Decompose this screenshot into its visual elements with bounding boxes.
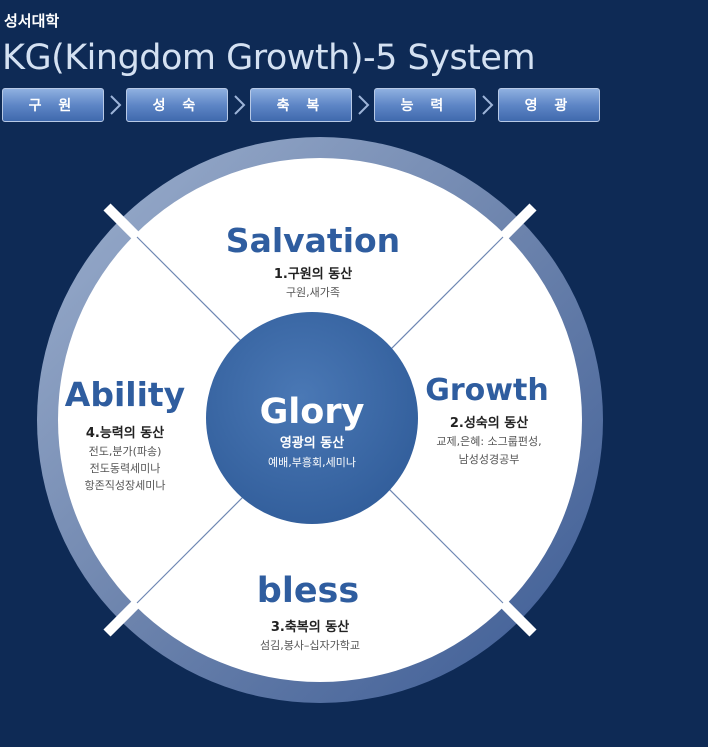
segment-title-bless: bless xyxy=(257,571,359,611)
segment-detail-ability: 전도동력세미나 xyxy=(90,462,161,475)
page-title: KG(Kingdom Growth)-5 System xyxy=(2,38,536,78)
university-name: 성서대학 xyxy=(4,12,60,30)
step-button-glory[interactable]: 영 광 xyxy=(498,88,600,122)
segment-detail-ability: 항존직성장세미나 xyxy=(85,479,166,492)
chevron-right-icon xyxy=(234,95,246,115)
chevron-right-icon xyxy=(482,95,494,115)
segment-detail-growth: 교제,은혜: 소그룹편성, xyxy=(436,435,541,448)
ring-gap xyxy=(499,203,537,241)
step-nav: 구 원 성 숙 축 복 능 력 영 광 xyxy=(0,88,620,126)
segment-detail-bless: 섬김,봉사–십자가학교 xyxy=(260,639,360,652)
segment-detail-salvation: 구원,새가족 xyxy=(286,286,340,299)
center-subtitle: 영광의 동산 xyxy=(280,435,344,451)
center-circle xyxy=(206,312,418,524)
ring-gap xyxy=(103,203,141,241)
segment-detail-growth: 남성성경공부 xyxy=(459,453,520,466)
segment-title-ability: Ability xyxy=(65,375,185,414)
segment-subtitle-bless: 3.축복의 동산 xyxy=(271,619,349,635)
step-button-bless[interactable]: 축 복 xyxy=(250,88,352,122)
chevron-right-icon xyxy=(110,95,122,115)
segment-title-growth: Growth xyxy=(425,373,548,408)
step-button-salvation[interactable]: 구 원 xyxy=(2,88,104,122)
ring-gap xyxy=(499,599,537,637)
center-detail: 예배,부흥회,세미나 xyxy=(268,455,356,469)
center-title: Glory xyxy=(260,392,365,432)
segment-detail-ability: 전도,분가(파송) xyxy=(89,445,162,458)
segment-subtitle-ability: 4.능력의 동산 xyxy=(86,425,164,441)
segment-title-salvation: Salvation xyxy=(226,221,400,260)
step-button-ability[interactable]: 능 력 xyxy=(374,88,476,122)
segment-subtitle-salvation: 1.구원의 동산 xyxy=(274,266,352,282)
step-button-growth[interactable]: 성 숙 xyxy=(126,88,228,122)
chevron-right-icon xyxy=(358,95,370,115)
ring-gap xyxy=(103,599,141,637)
segment-subtitle-growth: 2.성숙의 동산 xyxy=(450,415,528,431)
